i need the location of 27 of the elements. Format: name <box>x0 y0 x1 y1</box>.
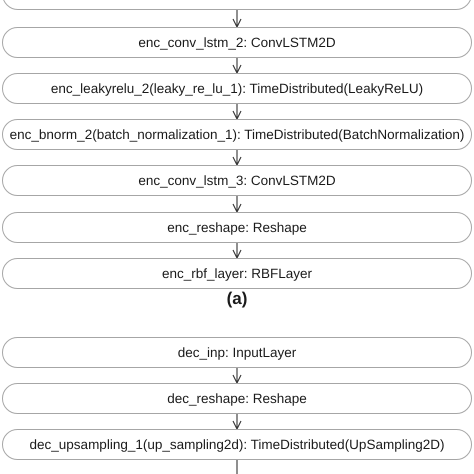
layer-box <box>2 337 472 368</box>
arrow <box>232 58 242 74</box>
panel-label: (a) <box>226 289 248 309</box>
arrow <box>232 10 242 28</box>
layer-box <box>2 165 472 196</box>
layer-label: dec_upsampling_1(up_sampling2d): TimeDistributed(UpSampling2D) <box>30 437 444 452</box>
layer-box <box>2 383 472 414</box>
arrow <box>232 414 242 430</box>
layer-box <box>2 212 472 243</box>
layer-label: enc_conv_lstm_2: ConvLSTM2D <box>138 35 336 50</box>
layer-label: enc_conv_lstm_3: ConvLSTM2D <box>138 173 336 188</box>
layer-label: enc_rbf_layer: RBFLayer <box>162 266 312 281</box>
layer-label: dec_inp: InputLayer <box>178 345 296 360</box>
layer-box <box>2 27 472 58</box>
layer-box <box>2 258 472 289</box>
layer-label: dec_reshape: Reshape <box>167 391 307 406</box>
arrow <box>232 196 242 213</box>
arrow <box>232 243 242 259</box>
arrow <box>232 104 242 120</box>
layer-label: enc_leakyrelu_2(leaky_re_lu_1): TimeDistributed(LeakyReLU) <box>50 81 424 96</box>
layer-box <box>2 119 472 150</box>
layer-box <box>2 73 472 104</box>
arrow <box>232 150 242 166</box>
layer-label: enc_reshape: Reshape <box>167 220 307 235</box>
layer-label: enc_bnorm_2(batch_normalization_1): TimeDistributed(BatchNormalization) <box>10 127 464 142</box>
arrow <box>232 368 242 384</box>
layer-box <box>2 429 472 460</box>
